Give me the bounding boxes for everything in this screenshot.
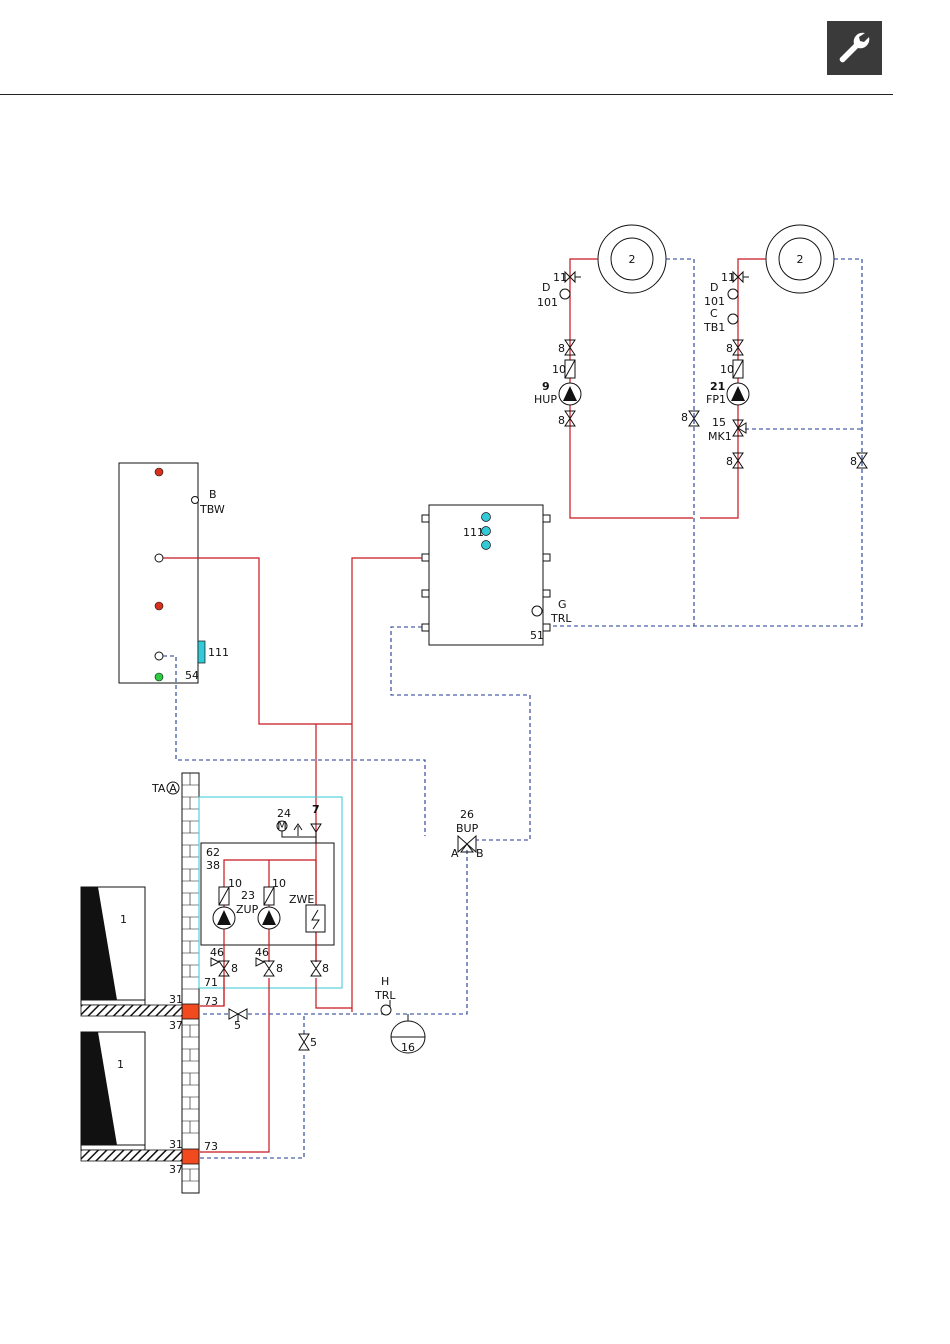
hm-71-label: 71: [204, 976, 218, 989]
hm-23-label: 23: [241, 889, 255, 902]
dhw-54-label: 54: [185, 669, 199, 682]
valve-5a-label: 5: [234, 1019, 241, 1032]
sensor-h-trl-label: TRL: [374, 989, 396, 1002]
hp1-37-label: 37: [169, 1019, 183, 1032]
hp2-31-label: 31: [169, 1138, 183, 1151]
buffer-51-label: 51: [530, 629, 544, 642]
hc1-sensor-d-label: D: [542, 281, 550, 294]
hc1-valve-11-label: 11: [553, 271, 567, 284]
bup-a-label: A: [451, 847, 459, 860]
hm-zwe-label: ZWE: [289, 893, 314, 906]
hc1-sensor-101-label: 101: [537, 296, 558, 309]
hm-24-label: 24: [277, 807, 291, 820]
hc1-valve-8a-label: 8: [558, 342, 565, 355]
hc2-mixer-num: 15: [712, 416, 726, 429]
hp1-31-label: 31: [169, 993, 183, 1006]
bup-num-label: 26: [460, 808, 474, 821]
hc2-mixer-name: MK1: [708, 430, 732, 443]
hm-46b-label: 46: [255, 946, 269, 959]
hm-7-label: 7: [312, 803, 320, 816]
circuit-1-label: 2: [629, 253, 636, 266]
hc1-flow-10-label: 10: [552, 363, 566, 376]
hc1-pump-name: HUP: [534, 393, 557, 406]
hm-10a-label: 10: [228, 877, 242, 890]
hp2-37-label: 37: [169, 1163, 183, 1176]
bup-valve: 26 BUP A B: [451, 808, 484, 860]
bup-name-label: BUP: [456, 822, 479, 835]
ta-label: TA: [151, 782, 166, 795]
hc2-pump-name: FP1: [706, 393, 726, 406]
hc1-valve-8b-label: 8: [558, 414, 565, 427]
buffer-tank: 111 G TRL 51: [422, 505, 572, 645]
exp-vessel-label: 16: [401, 1041, 415, 1054]
hc2-valve-11-label: 11: [721, 271, 735, 284]
hc2-sensor-d-label: D: [710, 281, 718, 294]
valve-5b-label: 5: [310, 1036, 317, 1049]
hc2-flow-10-label: 10: [720, 363, 734, 376]
hc2-valve-8b-label: 8: [726, 455, 733, 468]
heating-circuit-1: 2 11 D 101 8 10 9 HUP 8 8: [534, 225, 699, 626]
hydraulic-module: M 24 7 62 38 10 10 23 ZUP ZWE 46: [199, 797, 352, 1152]
hc2-pump-num: 21: [710, 380, 725, 393]
motor-symbol: M: [277, 819, 287, 832]
hm-8c-label: 8: [322, 962, 329, 975]
buffer-sensor-g-label: G: [558, 598, 567, 611]
hc1-pump-num: 9: [542, 380, 550, 393]
hm-38-label: 38: [206, 859, 220, 872]
ta-symbol: A: [169, 782, 177, 795]
hm-zup-label: ZUP: [236, 903, 259, 916]
hm-62-label: 62: [206, 846, 220, 859]
hp1-num-label: 1: [120, 913, 127, 926]
hc1-return-valve-label: 8: [681, 411, 688, 424]
circuit-2-label: 2: [797, 253, 804, 266]
hc2-return-valve-label: 8: [850, 455, 857, 468]
hc2-sensor-c-label: C: [710, 307, 718, 320]
heating-circuit-2: 2 11 D 101 C TB1 8 10 21 FP1 15 MK1 8: [694, 225, 867, 626]
hm-46a-label: 46: [210, 946, 224, 959]
hm-8b-label: 8: [276, 962, 283, 975]
bup-b-label: B: [476, 847, 484, 860]
hp1-73-label: 73: [204, 995, 218, 1008]
hc2-valve-8a-label: 8: [726, 342, 733, 355]
dhw-111-label: 111: [208, 646, 229, 659]
buffer-111-label: 111: [463, 526, 484, 539]
hc2-sensor-tb1-label: TB1: [703, 321, 725, 334]
dhw-sensor-tbw-label: TBW: [199, 503, 225, 516]
hp2-73-label: 73: [204, 1140, 218, 1153]
hm-10b-label: 10: [272, 877, 286, 890]
return-line-lower: 5 5 H TRL 16: [200, 975, 425, 1158]
hm-8a-label: 8: [231, 962, 238, 975]
wall: A TA: [151, 773, 199, 1193]
sensor-h-label: H: [381, 975, 389, 988]
buffer-sensor-trl-label: TRL: [550, 612, 572, 625]
dhw-sensor-b-label: B: [209, 488, 217, 501]
hp2-num-label: 1: [117, 1058, 124, 1071]
dhw-tank: B TBW 111 54: [119, 463, 229, 683]
